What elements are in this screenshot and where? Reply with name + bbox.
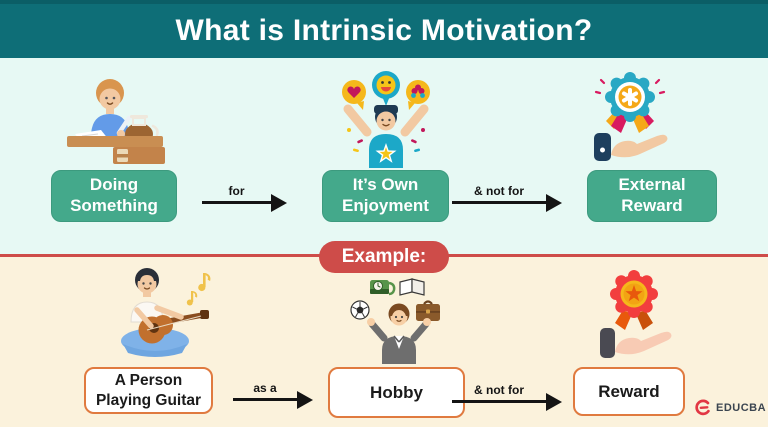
arrow-line	[233, 398, 297, 401]
arrow-line	[452, 201, 546, 204]
person-playing-guitar-icon	[121, 268, 211, 357]
header-banner: What is Intrinsic Motivation?	[0, 0, 768, 58]
example-box-reward: Reward	[573, 367, 685, 416]
example-badge: Example:	[319, 241, 449, 273]
step-box-doing-something: Doing Something	[51, 170, 177, 222]
connector-label: & not for	[474, 383, 524, 397]
arrow-line	[452, 400, 546, 403]
educba-logo: EDUCBA	[694, 399, 766, 417]
connector-label: as a	[253, 381, 277, 395]
step-label: It’s Own Enjoyment	[342, 175, 429, 215]
example-label: A Person Playing Guitar	[95, 372, 202, 409]
connector-arrow-as-a: as a	[233, 381, 313, 401]
step-box-its-own-enjoyment: It’s Own Enjoyment	[322, 170, 449, 222]
connector-arrow-not-for: & not for	[452, 184, 562, 204]
example-box-hobby: Hobby	[328, 367, 465, 418]
connector-label: for	[228, 184, 245, 198]
example-label: Reward	[598, 381, 660, 401]
example-box-person-playing-guitar: A Person Playing Guitar	[84, 367, 213, 414]
red-medal-in-hand-icon	[600, 270, 672, 358]
step-label: External Reward	[618, 175, 686, 215]
arrow-line	[202, 201, 271, 204]
example-label: Hobby	[370, 382, 423, 402]
person-cheering-with-emoji-bubbles-icon	[342, 71, 430, 168]
businessman-juggling-hobbies-icon	[350, 278, 440, 364]
brand-name: EDUCBA	[716, 402, 767, 414]
educba-logo-icon	[695, 399, 710, 416]
example-badge-label: Example:	[341, 246, 427, 267]
person-writing-at-desk-icon	[67, 79, 165, 164]
step-label: Doing Something	[70, 175, 158, 215]
connector-arrow-for: for	[202, 184, 287, 204]
step-box-external-reward: External Reward	[587, 170, 717, 222]
teal-badge-in-hand-icon	[594, 72, 668, 161]
page-title: What is Intrinsic Motivation?	[175, 14, 593, 47]
connector-arrow-not-for-example: & not for	[452, 383, 562, 403]
connector-label: & not for	[474, 184, 524, 198]
